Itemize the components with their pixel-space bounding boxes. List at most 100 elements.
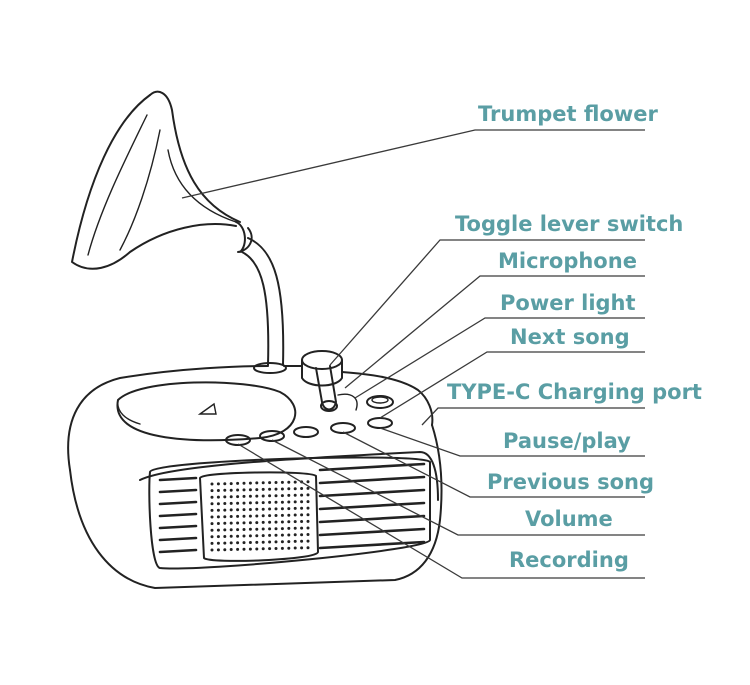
label-previous-song: Previous song (487, 470, 654, 494)
mesh-dot (216, 515, 220, 519)
mesh-dot (223, 548, 227, 552)
mesh-dot (306, 500, 310, 504)
mesh-dot (280, 546, 284, 550)
mesh-dot (261, 527, 265, 531)
speaker-illustration (67, 90, 443, 589)
mesh-dot (223, 482, 227, 486)
mesh-dot (287, 500, 291, 504)
mesh-dot (293, 500, 297, 504)
mesh-dot (274, 514, 278, 517)
mesh-dot (216, 541, 220, 545)
label-trumpet-flower: Trumpet flower (478, 102, 658, 126)
mesh-dot (274, 481, 278, 484)
mesh-dot (280, 500, 284, 504)
mesh-dot (255, 501, 259, 505)
mesh-dot (248, 501, 252, 505)
label-recording: Recording (509, 548, 629, 572)
mesh-dot (300, 487, 304, 490)
mesh-dot (248, 521, 252, 525)
mesh-dot (255, 521, 259, 525)
mesh-dot (261, 501, 265, 505)
mesh-dot (255, 488, 259, 492)
mesh-dot (223, 528, 227, 532)
mesh-dot (293, 526, 297, 530)
mesh-dot (236, 508, 240, 512)
mesh-dot (216, 535, 220, 539)
mesh-dot (300, 493, 304, 497)
mesh-dot (274, 494, 278, 498)
mesh-dot (216, 528, 220, 532)
mesh-dot (223, 515, 227, 519)
mesh-dot (223, 521, 227, 525)
mesh-dot (229, 495, 233, 499)
mesh-dot (268, 514, 272, 518)
mesh-dot (306, 486, 310, 490)
mesh-dot (274, 540, 278, 544)
mesh-dot (280, 513, 284, 517)
mesh-dot (261, 547, 265, 551)
mesh-dot (306, 513, 310, 517)
mesh-dot (242, 521, 246, 525)
mesh-dot (287, 520, 291, 524)
mesh-dot (223, 495, 227, 499)
trumpet-horn (71, 90, 285, 366)
mesh-dot (287, 507, 291, 511)
mesh-dot (274, 500, 278, 504)
mesh-dot (268, 520, 272, 524)
mesh-dot (242, 541, 246, 545)
mesh-dot (255, 514, 259, 518)
front-buttons (225, 417, 393, 446)
mesh-dot (236, 481, 240, 485)
mesh-dot (255, 494, 259, 498)
mesh-dot (223, 488, 227, 492)
mesh-dot (210, 502, 214, 506)
mesh-dot (268, 500, 272, 504)
mesh-dot (229, 508, 233, 512)
mesh-dot (268, 481, 272, 485)
mesh-dot (229, 521, 233, 525)
mesh-dot (242, 514, 246, 518)
mesh-dot (242, 508, 246, 512)
mesh-dot (229, 548, 233, 551)
mesh-dot (210, 508, 214, 512)
mesh-dot (255, 507, 259, 511)
mesh-dot (229, 541, 233, 545)
mesh-dot (242, 501, 246, 505)
mesh-dot (293, 493, 297, 497)
mesh-dot (216, 548, 220, 552)
mesh-dot (248, 547, 252, 551)
mesh-dot (306, 546, 310, 550)
mesh-dot (261, 487, 265, 491)
mesh-dot (216, 522, 220, 525)
mesh-dot (261, 534, 265, 538)
mesh-dot (242, 494, 246, 498)
mesh-dot (280, 520, 284, 524)
mesh-dot (255, 481, 259, 485)
mesh-dot (216, 482, 220, 486)
mesh-dot (229, 482, 233, 486)
mesh-dot (261, 481, 265, 485)
mesh-dot (223, 541, 227, 545)
mesh-dot (268, 487, 272, 491)
mesh-dot (210, 515, 214, 519)
mesh-dot (248, 508, 252, 511)
mesh-dot (210, 541, 214, 545)
mesh-dot (300, 520, 304, 523)
mesh-dot (268, 507, 272, 511)
mesh-dot (261, 507, 265, 511)
mesh-dot (268, 540, 272, 544)
callout-labels: Trumpet flower Toggle lever switch Micro… (447, 102, 702, 572)
mesh-dot (300, 526, 304, 530)
mesh-dot (255, 547, 259, 551)
mesh-dot (223, 502, 227, 505)
mesh-dot (306, 480, 310, 484)
mesh-dot (236, 495, 240, 499)
mesh-dot (280, 494, 284, 498)
mesh-dot (287, 480, 291, 484)
mesh-dot (300, 506, 304, 510)
mesh-dot (293, 513, 297, 517)
mesh-dot (255, 534, 259, 538)
mesh-dot (236, 514, 240, 518)
speaker-grille (148, 456, 431, 570)
mesh-dot (236, 541, 240, 545)
